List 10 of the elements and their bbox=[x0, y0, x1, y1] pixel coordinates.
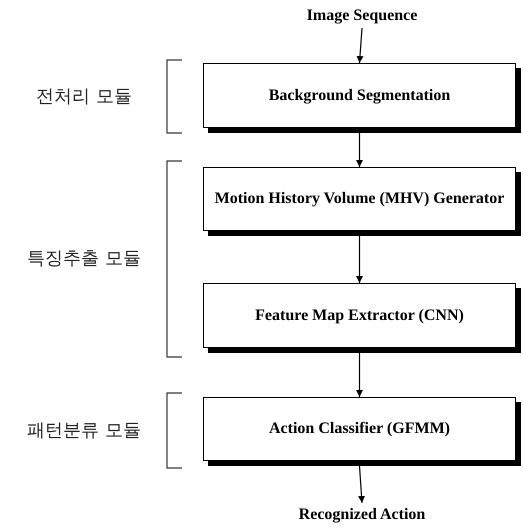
io-label: Image Sequence bbox=[280, 4, 444, 28]
arrow bbox=[356, 28, 364, 64]
module-label: 패턴분류 모듈 bbox=[26, 418, 142, 442]
arrow bbox=[358, 466, 366, 504]
module-label: 특징추출 모듈 bbox=[26, 247, 142, 271]
io-label: Recognized Action bbox=[270, 503, 454, 527]
arrow bbox=[356, 353, 363, 397]
arrow bbox=[356, 133, 363, 167]
arrow bbox=[356, 236, 363, 283]
module-label: 전처리 모듈 bbox=[35, 84, 133, 108]
